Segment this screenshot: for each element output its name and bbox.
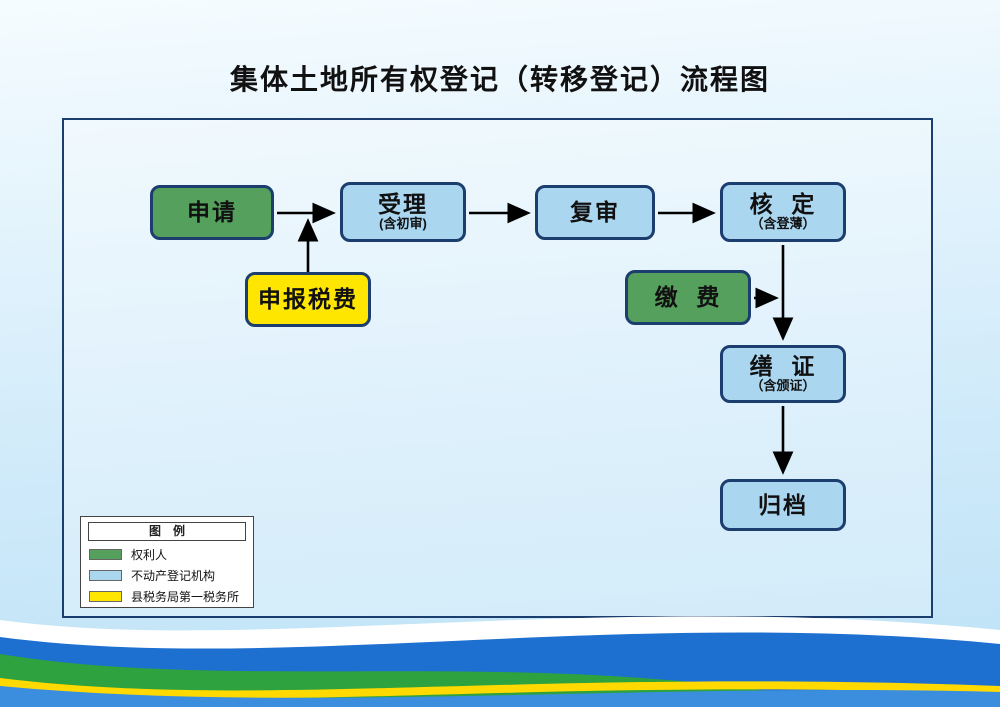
page-title: 集体土地所有权登记（转移登记）流程图 <box>229 65 770 96</box>
legend-item-registry: 不动产登记机构 <box>89 567 245 584</box>
legend-item-tax-office: 县税务局第一税务所 <box>89 588 245 605</box>
legend-label-registry: 不动产登记机构 <box>131 569 216 583</box>
legend-swatch-tax-office <box>89 591 122 602</box>
flow-node-issue-cert: 缮 证 （含颁证） <box>720 345 846 403</box>
flow-node-pay-fee-label: 缴 费 <box>654 284 722 311</box>
legend-swatch-applicant <box>89 549 122 560</box>
legend-label-tax-office: 县税务局第一税务所 <box>131 590 240 604</box>
flow-node-accept-label: 受理 <box>378 191 428 218</box>
flow-node-verify-label: 核 定 <box>749 191 817 218</box>
flow-node-issue-cert-label: 缮 证 <box>749 353 817 380</box>
flow-node-declare-tax-label: 申报税费 <box>258 286 358 313</box>
legend: 图 例 权利人 不动产登记机构 县税务局第一税务所 <box>80 516 254 608</box>
flow-node-review: 复审 <box>535 185 655 240</box>
legend-item-applicant: 权利人 <box>89 546 245 563</box>
flow-node-verify: 核 定 （含登薄） <box>720 182 846 242</box>
legend-swatch-registry <box>89 570 122 581</box>
flow-node-apply-label: 申请 <box>187 199 237 226</box>
legend-title: 图 例 <box>88 522 246 541</box>
flow-node-accept: 受理 (含初审) <box>340 182 466 242</box>
flow-node-declare-tax: 申报税费 <box>245 272 371 327</box>
flow-node-issue-cert-note: （含颁证） <box>750 378 816 394</box>
flow-node-pay-fee: 缴 费 <box>625 270 751 325</box>
flow-node-apply: 申请 <box>150 185 274 240</box>
flow-node-accept-note: (含初审) <box>379 216 427 232</box>
flow-node-archive: 归档 <box>720 479 846 531</box>
legend-label-applicant: 权利人 <box>131 548 168 562</box>
flow-node-review-label: 复审 <box>570 199 620 226</box>
flow-node-archive-label: 归档 <box>758 491 808 518</box>
wave-decoration <box>0 616 1000 707</box>
flow-node-verify-note: （含登薄） <box>750 216 816 232</box>
